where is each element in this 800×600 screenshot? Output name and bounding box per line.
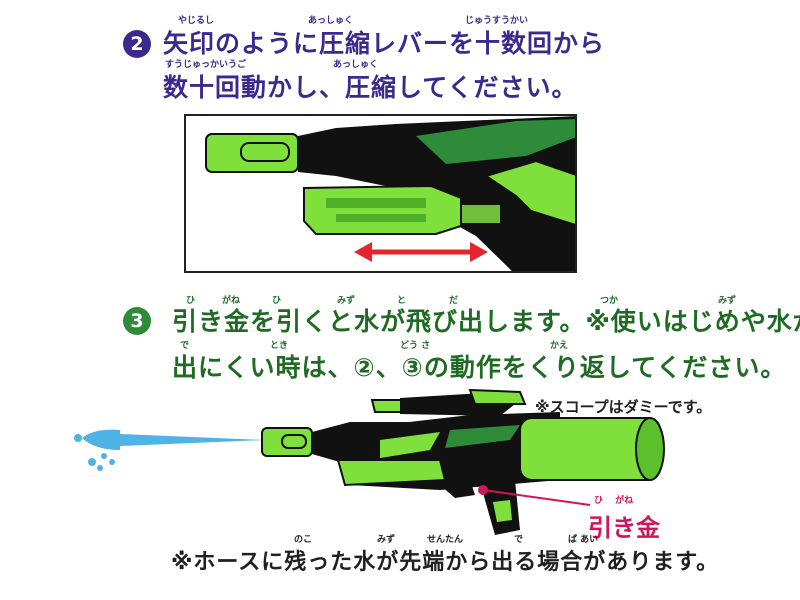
ruby-to: と — [397, 296, 407, 306]
ruby-da: だ — [449, 296, 459, 306]
double-arrow-icon — [354, 242, 488, 262]
ruby-mizu: みず — [337, 296, 356, 306]
ruby-de-hose: で — [514, 535, 524, 545]
ruby-juusuukai: じゅうすうかい — [465, 16, 529, 26]
ruby-mizu-hose: みず — [377, 535, 396, 545]
body-panel-green-1 — [380, 432, 440, 458]
water-gun-illustration — [74, 388, 665, 535]
step3-number-badge: 3 — [123, 307, 151, 335]
ruby-hi: ひ — [186, 296, 196, 306]
ruby-toki: とき — [270, 341, 289, 351]
lever-rib-2 — [336, 214, 426, 222]
step2-line1: 矢印のように圧縮レバーを十数回から — [163, 29, 606, 58]
step3-line1: 引き金を引くと水が飛び出します。※使いはじめや水が — [172, 307, 800, 336]
water-spray-icon — [74, 429, 265, 471]
trigger-ruby: ひ がね — [594, 496, 634, 506]
pump-rod — [460, 203, 502, 225]
grip-panel — [493, 500, 512, 522]
trigger-pointer-dot — [478, 485, 488, 495]
ruby-tsuka: つか — [600, 296, 619, 306]
pump-lever-diagram — [184, 114, 577, 273]
nozzle-slot — [240, 142, 290, 162]
step2-line2: 数十回動かし、圧縮してください。 — [163, 73, 578, 102]
ruby-hi-2: ひ — [272, 296, 282, 306]
pump-lever-icon — [303, 184, 462, 235]
trigger-pointer-line — [482, 489, 591, 506]
ruby-kae: かえ — [550, 341, 569, 351]
gun-nozzle — [261, 427, 313, 457]
barrel-nozzle — [205, 133, 299, 173]
ruby-yajirushi: やじるし — [178, 16, 215, 26]
ruby-asshuku: あっしゅく — [308, 16, 354, 26]
body-panel-top — [416, 119, 575, 164]
ruby-suujukkaiugo: すうじゅっかいうご — [165, 60, 247, 70]
ruby-asshuku-2: あっしゅく — [333, 60, 379, 70]
ruby-dousa: どう さ — [400, 341, 431, 351]
ruby-sentan: せんたん — [427, 535, 464, 545]
step2-number-badge: 2 — [123, 30, 151, 58]
tank-cap — [635, 417, 665, 481]
ruby-gane: がね — [222, 296, 241, 306]
scope-rear — [468, 388, 527, 405]
step3-line2: 出にくい時は、②、③の動作をくり返してください。 — [172, 353, 787, 382]
nozzle-slot-2 — [281, 434, 307, 449]
ruby-mizu-2: みず — [718, 296, 737, 306]
body-panel-right — [483, 159, 575, 226]
hose-water-note: ※ホースに残った水が先端から出る場合があります。 — [171, 550, 720, 575]
ruby-noko: のこ — [294, 535, 313, 545]
lever-rib-1 — [326, 198, 426, 208]
trigger — [440, 480, 475, 498]
body-panel-green-2 — [445, 425, 520, 448]
scope-dummy-note: ※スコープはダミーです。 — [535, 398, 712, 416]
pump-lever — [336, 459, 447, 487]
ruby-de: で — [180, 341, 190, 351]
ruby-baai: ば あい — [568, 535, 599, 545]
trigger-label: 引き金 — [588, 514, 660, 542]
pump-lever-illustration — [205, 116, 575, 271]
